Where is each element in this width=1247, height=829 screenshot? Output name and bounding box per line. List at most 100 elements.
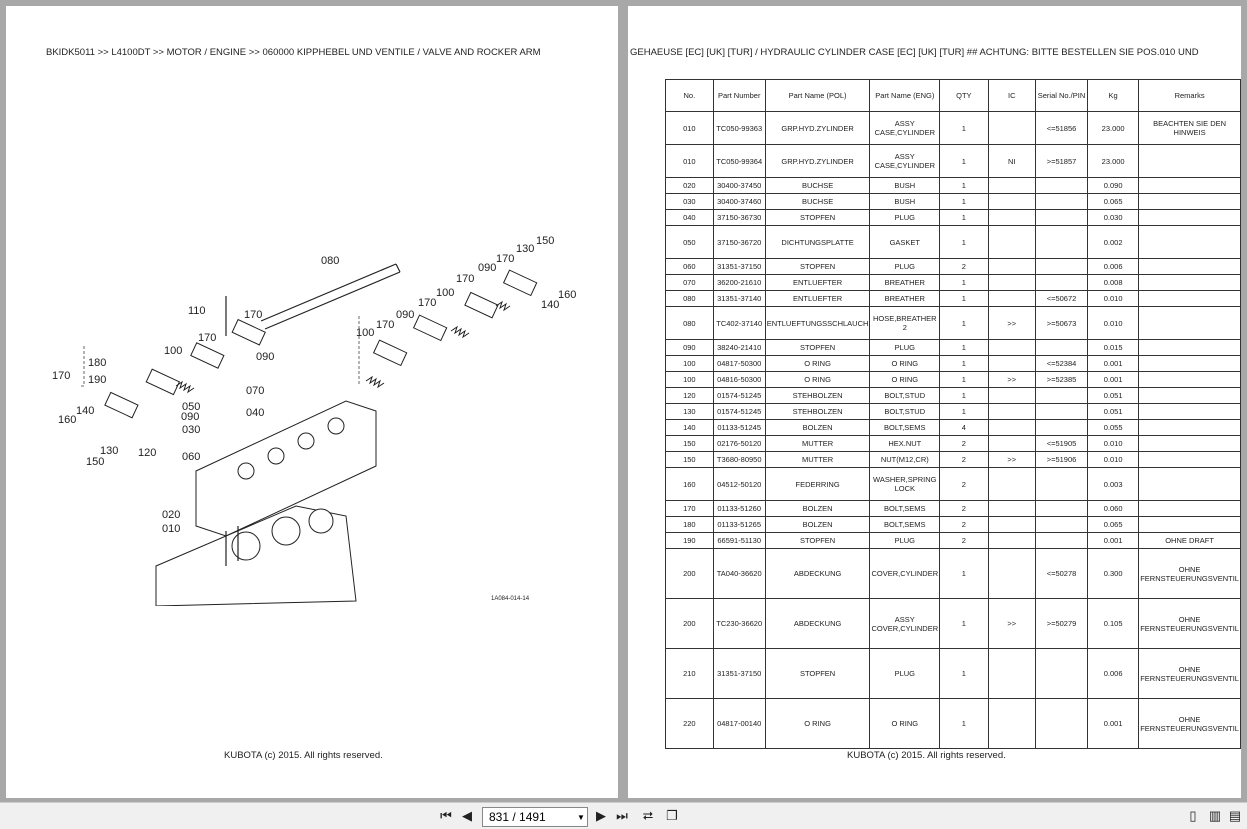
- table-cell: 200: [665, 548, 714, 599]
- table-cell: [987, 500, 1036, 517]
- table-cell: [987, 339, 1036, 356]
- table-cell: [1034, 698, 1089, 749]
- table-cell: [987, 111, 1036, 145]
- table-cell: [1034, 193, 1089, 210]
- table-cell: COVER,CYLINDER: [869, 548, 941, 599]
- cylinder-head: [195, 400, 377, 537]
- table-cell: ENTLUEFTER: [764, 290, 871, 307]
- fit-page-icon[interactable]: ❐: [666, 808, 678, 823]
- label-040: 040: [246, 407, 264, 419]
- table-cell: [1034, 387, 1089, 404]
- table-cell: >=51857: [1034, 144, 1089, 178]
- table-cell: 37150-36730: [712, 209, 766, 226]
- table-cell: TC230-36620: [712, 598, 766, 649]
- table-cell: 30400-37460: [712, 193, 766, 210]
- table-cell: >=50279: [1034, 598, 1089, 649]
- table-cell: [1138, 339, 1241, 356]
- table-cell: 04512-50120: [712, 467, 766, 501]
- table-cell: 0.003: [1087, 467, 1140, 501]
- table-cell: [1034, 177, 1089, 194]
- continuous-icon[interactable]: ▤: [1228, 808, 1242, 823]
- table-cell: MUTTER: [764, 435, 871, 452]
- label-160: 160: [58, 414, 76, 426]
- table-cell: TA040-36620: [712, 548, 766, 599]
- table-cell: PLUG: [869, 209, 941, 226]
- table-cell: HOSE,BREATHER 2: [869, 306, 941, 340]
- table-cell: BOLZEN: [764, 500, 871, 517]
- first-page-icon[interactable]: ⏮: [440, 808, 452, 823]
- table-cell: [987, 193, 1036, 210]
- valves: [225, 296, 239, 566]
- table-cell: 0.090: [1087, 177, 1140, 194]
- table-cell: 2: [939, 258, 989, 275]
- table-cell: TC050-99363: [712, 111, 766, 145]
- table-cell: 1: [939, 355, 989, 372]
- parts-table: No. Part Number Part Name (POL) Part Nam…: [665, 79, 1241, 749]
- table-cell: OHNE FERNSTEUERUNGSVENTIL: [1138, 648, 1241, 699]
- table-cell: NI: [987, 144, 1036, 178]
- table-cell: 0.002: [1087, 225, 1140, 259]
- table-cell: 36200-21610: [712, 274, 766, 291]
- two-page-icon[interactable]: ▥: [1208, 808, 1222, 823]
- table-cell: [1138, 387, 1241, 404]
- table-cell: [1034, 274, 1089, 291]
- table-cell: FEDERRING: [764, 467, 871, 501]
- table-cell: 0.001: [1087, 355, 1140, 372]
- table-cell: [1138, 435, 1241, 452]
- table-cell: <=51905: [1034, 435, 1089, 452]
- table-cell: [987, 516, 1036, 533]
- label-090: 090: [478, 262, 496, 274]
- table-cell: <=52384: [1034, 355, 1089, 372]
- label-130: 130: [516, 243, 534, 255]
- table-cell: 0.055: [1087, 419, 1140, 436]
- col-part-number: Part Number: [712, 79, 766, 112]
- table-cell: [987, 355, 1036, 372]
- single-page-icon[interactable]: ▯: [1189, 808, 1197, 823]
- table-cell: >>: [987, 306, 1036, 340]
- next-page-icon[interactable]: ▶: [596, 808, 606, 823]
- table-cell: ENTLUEFTER: [764, 274, 871, 291]
- table-cell: O RING: [764, 355, 871, 372]
- prev-page-icon[interactable]: ◀: [462, 808, 472, 823]
- page-number-select[interactable]: 831 / 1491 ▼: [482, 807, 588, 827]
- table-cell: 140: [665, 419, 714, 436]
- label-110: 110: [188, 305, 206, 317]
- rotate-icon[interactable]: ⮂: [642, 808, 654, 823]
- table-cell: WASHER,SPRING LOCK: [869, 467, 941, 501]
- col-qty: QTY: [939, 79, 989, 112]
- table-cell: [1138, 371, 1241, 388]
- table-cell: STOPFEN: [764, 648, 871, 699]
- table-header-row: No. Part Number Part Name (POL) Part Nam…: [665, 79, 1241, 112]
- table-cell: 0.010: [1087, 451, 1140, 468]
- table-cell: GRP.HYD.ZYLINDER: [764, 144, 871, 178]
- table-cell: 160: [665, 467, 714, 501]
- table-cell: [987, 435, 1036, 452]
- table-cell: 0.001: [1087, 371, 1140, 388]
- table-cell: <=50278: [1034, 548, 1089, 599]
- table-cell: 0.105: [1087, 598, 1140, 649]
- last-page-icon[interactable]: ⏭: [616, 808, 628, 823]
- table-cell: 0.010: [1087, 435, 1140, 452]
- table-cell: 2: [939, 467, 989, 501]
- table-cell: [1034, 516, 1089, 533]
- table-cell: 180: [665, 516, 714, 533]
- label-070: 070: [246, 385, 264, 397]
- table-cell: [1138, 403, 1241, 420]
- table-cell: 04817-50300: [712, 355, 766, 372]
- table-cell: OHNE DRAFT: [1138, 532, 1241, 549]
- table-cell: 1: [939, 306, 989, 340]
- table-cell: 23.000: [1087, 111, 1140, 145]
- table-cell: 0.010: [1087, 306, 1140, 340]
- table-cell: 1: [939, 339, 989, 356]
